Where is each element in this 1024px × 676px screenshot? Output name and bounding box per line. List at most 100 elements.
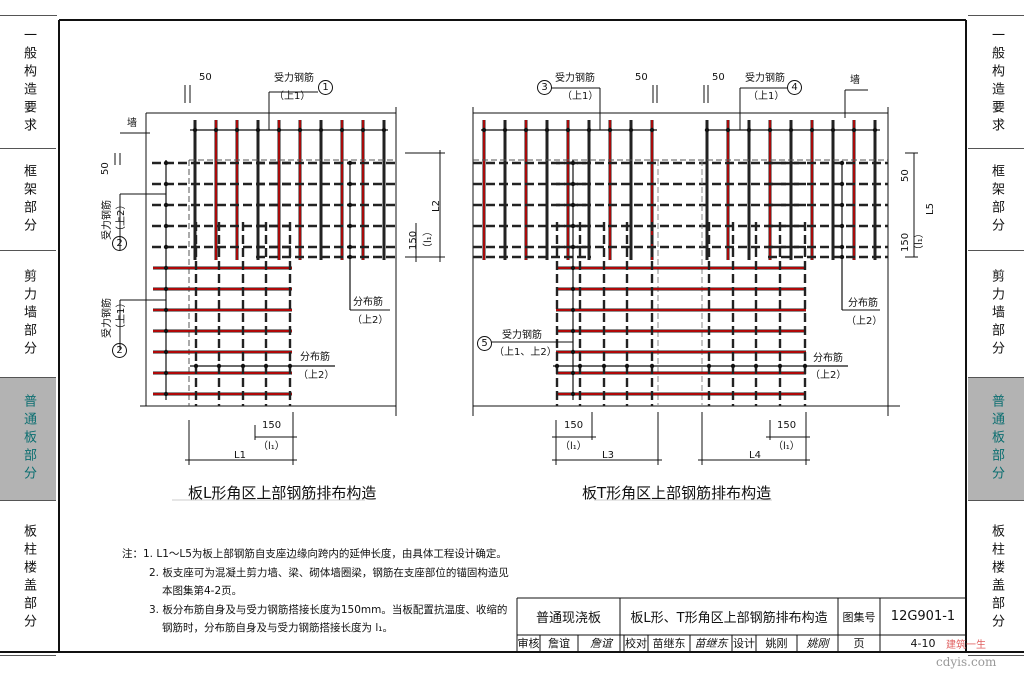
bar-dot [193, 363, 199, 369]
bar-dot [839, 181, 845, 187]
dist-right-layer: （上2） [352, 315, 389, 326]
bar-dot [163, 370, 169, 376]
bar-dot [809, 127, 815, 133]
note-1: 注：1. L1～L5为板上部钢筋自支座边缘向跨内的延伸长度，由具体工程设计确定。 [122, 548, 507, 560]
bar-dot [347, 181, 353, 187]
bar-dot [347, 160, 353, 166]
bar-dot [628, 127, 634, 133]
bar-dot [565, 127, 571, 133]
bar-dot [570, 244, 576, 250]
bar-dot [839, 223, 845, 229]
note-3: 3. 板分布筋自身及与受力钢筋搭接长度为150mm。当板配置抗温度、收缩的 [149, 603, 508, 616]
bar-dot [777, 363, 783, 369]
dim-150-side-r: 150 [900, 232, 911, 252]
bar2a-layer: （上2） [116, 199, 127, 236]
bar-dot [240, 363, 246, 369]
bar5-layer: （上1、上2） [494, 347, 557, 358]
bar-dot [570, 286, 576, 292]
bar2b-name: 受力钢筋 [102, 298, 113, 338]
tb-checker: 苗继东 [652, 637, 686, 650]
bar-dot [570, 349, 576, 355]
bar2b-number: 2 [112, 343, 127, 358]
bar3-name: 受力钢筋 [555, 73, 595, 84]
bar-dot [704, 127, 710, 133]
bar-dot [570, 202, 576, 208]
bar-dot [607, 127, 613, 133]
bar-dot [163, 349, 169, 355]
sidebar-tab[interactable]: 板柱楼盖部分 [968, 501, 1024, 656]
sidebar-tab[interactable]: 剪力墙部分 [0, 251, 56, 378]
bar5-number: 5 [477, 336, 492, 351]
bar-dot [297, 127, 303, 133]
dim-50-side: 50 [100, 162, 111, 175]
bar-dot [163, 202, 169, 208]
bar-dot [347, 223, 353, 229]
bar-dot [570, 307, 576, 313]
bar-dot [706, 363, 712, 369]
bar4-name: 受力钢筋 [745, 73, 785, 84]
sidebar-tab[interactable]: 板柱楼盖部分 [0, 501, 56, 656]
bar-dot [753, 363, 759, 369]
bar-dot [216, 363, 222, 369]
tb-atlas-label: 图集号 [842, 610, 876, 624]
bar-dot [523, 127, 529, 133]
bar-dot [234, 127, 240, 133]
bar-dot [163, 244, 169, 250]
bar-dot [570, 181, 576, 187]
tb-designer-signature: 姚刚 [806, 637, 829, 650]
bar2a-number: 2 [112, 236, 127, 251]
bar-dot [163, 328, 169, 334]
dist-bottom-layer: （上2） [298, 370, 335, 381]
dim-l1-side-r: （l₁） [914, 228, 925, 255]
sidebar-tab[interactable]: 一般构造要求 [0, 16, 56, 149]
bar-dot [624, 363, 630, 369]
bar-dot [570, 223, 576, 229]
tb-review-label: 审核 [517, 637, 540, 650]
sidebar-tab-label: 框架部分 [21, 163, 36, 236]
tb-checker-signature: 苗继东 [694, 637, 728, 650]
sidebar-tab-label: 板柱楼盖部分 [989, 524, 1004, 632]
sidebar-tab[interactable]: 普通板部分 [968, 378, 1024, 501]
bar-dot [839, 244, 845, 250]
note-2: 2. 板支座可为混凝土剪力墙、梁、砌体墙圈梁，钢筋在支座部位的锚固构造见 [149, 566, 509, 579]
bar-dot [830, 127, 836, 133]
bar-dot [839, 202, 845, 208]
tb-reviewer: 詹谊 [548, 637, 570, 650]
bar-dot [872, 127, 878, 133]
tb-category: 普通现浇板 [535, 611, 601, 626]
bar-dot [163, 307, 169, 313]
dim-L1: L1 [234, 450, 246, 461]
sidebar-tab-label: 普通板部分 [989, 394, 1004, 484]
dist-right-name-r: 分布筋 [848, 298, 878, 309]
bar-dot [255, 127, 261, 133]
wall-label-right: 墙 [850, 75, 860, 86]
bar-dot [570, 328, 576, 334]
bar-dot [851, 127, 857, 133]
dim-l1-a: （l₁） [560, 441, 587, 452]
sidebar-tab[interactable]: 框架部分 [968, 149, 1024, 251]
right-drawing-title: 板T形角区上部钢筋排布构造 [582, 484, 772, 502]
sidebar-tab[interactable]: 框架部分 [0, 149, 56, 251]
sidebar-tab[interactable]: 剪力墙部分 [968, 251, 1024, 378]
dist-right-name: 分布筋 [353, 297, 383, 308]
sidebar-tab[interactable]: 普通板部分 [0, 378, 56, 501]
bar-dot [601, 363, 607, 369]
bar-dot [163, 160, 169, 166]
dist-bottom-name: 分布筋 [300, 352, 330, 363]
bar-dot [339, 127, 345, 133]
bar-dot [725, 127, 731, 133]
bar-dot [802, 363, 808, 369]
bar3-number: 3 [537, 80, 552, 95]
bar-dot [163, 223, 169, 229]
bar-dot [544, 127, 550, 133]
bar-dot [730, 363, 736, 369]
left-drawing-title: 板L形角区上部钢筋排布构造 [188, 484, 377, 502]
tb-check-label: 校对 [625, 637, 647, 650]
tb-page-no: 4-10 [910, 636, 936, 650]
sidebar-tab-label: 剪力墙部分 [21, 269, 36, 359]
bar-dot [502, 127, 508, 133]
bar-dot [570, 265, 576, 271]
dist-bottom-name-r: 分布筋 [813, 353, 843, 364]
dim-l1-b: （l₁） [773, 441, 800, 452]
sidebar-tab[interactable]: 一般构造要求 [968, 16, 1024, 149]
